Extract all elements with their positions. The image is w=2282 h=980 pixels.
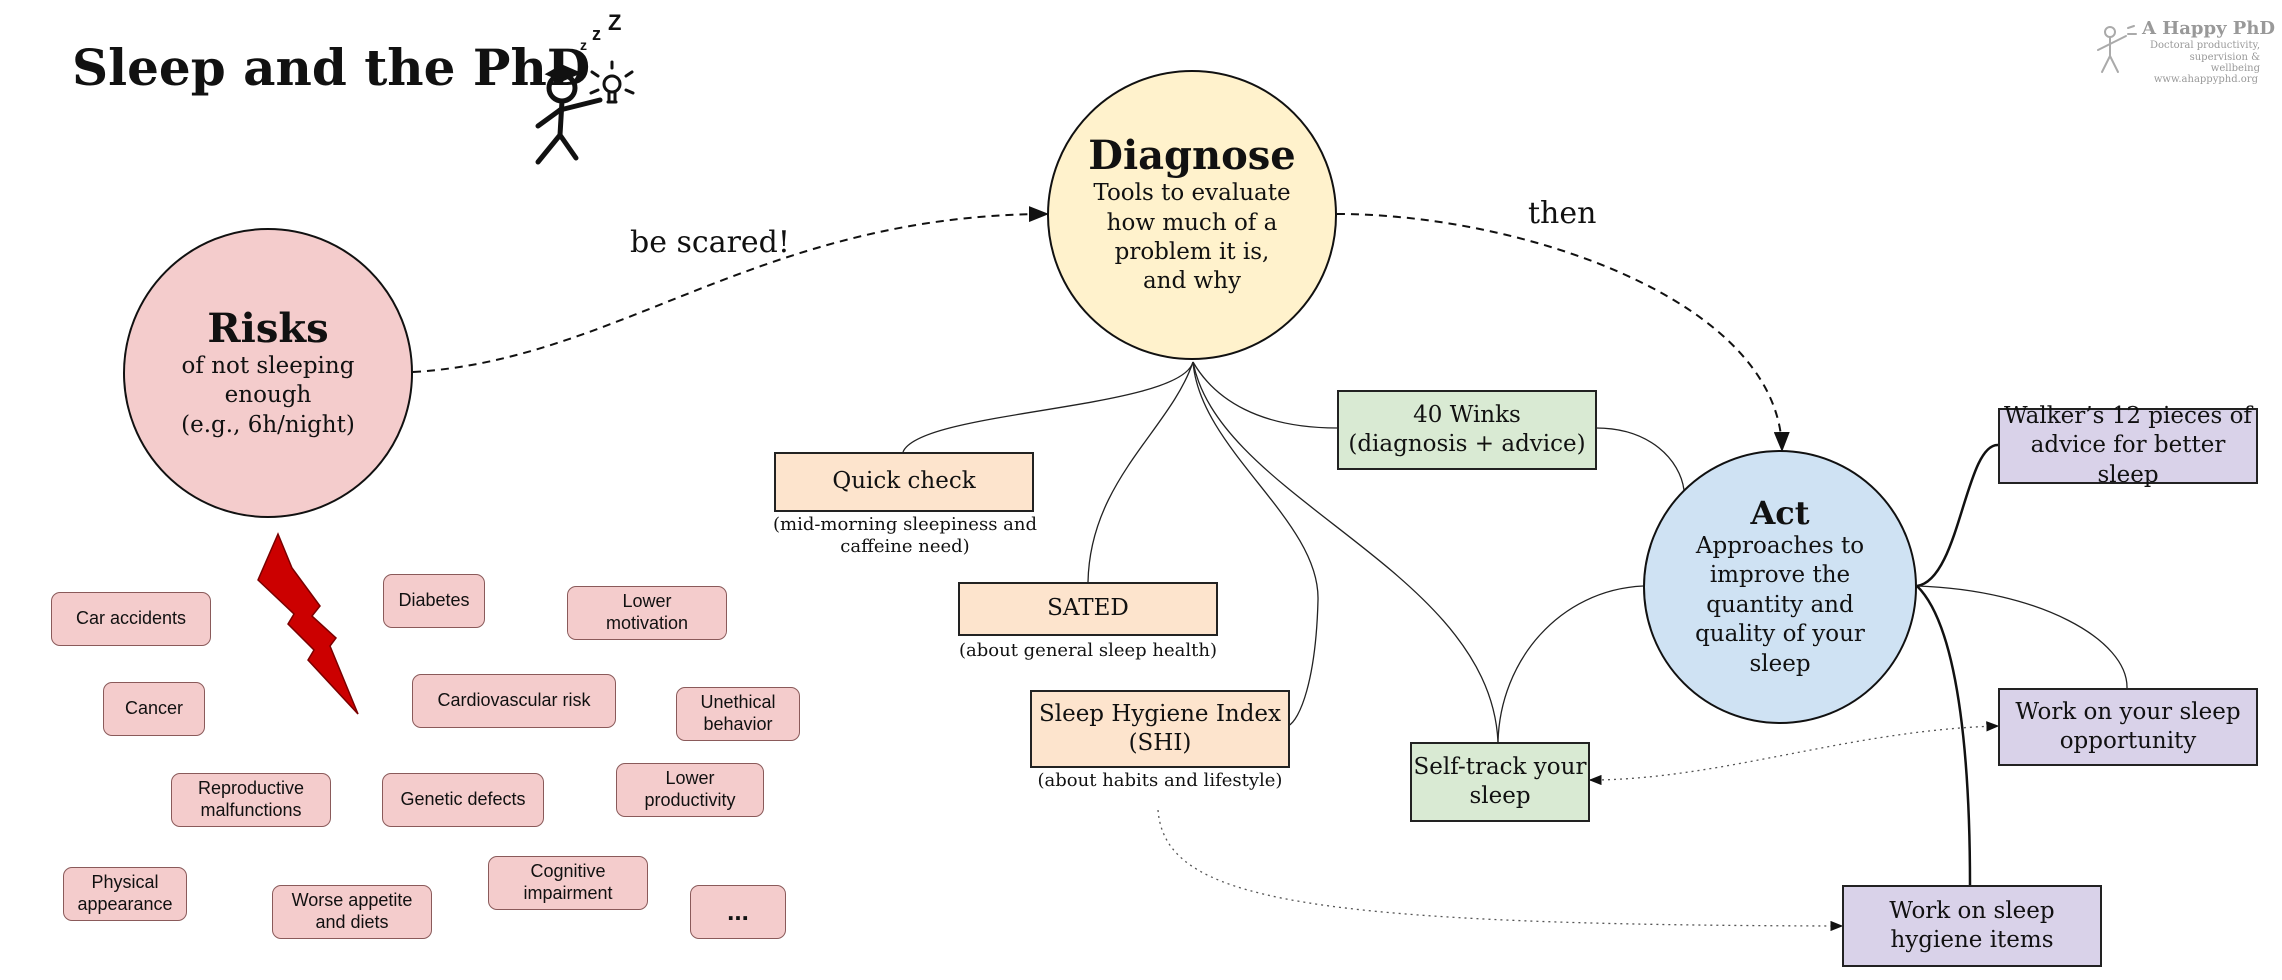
diagnose-to-sated-line <box>1087 361 1194 583</box>
risk-item: Car accidents <box>51 592 211 646</box>
selftrack-to-opportunity-dotted-link <box>1589 721 2000 781</box>
quick-check-box: Quick check <box>774 452 1034 512</box>
risk-item: Cancer <box>103 682 205 736</box>
logo-tagline: Doctoral productivity, supervision & wel… <box>2149 40 2260 74</box>
risks-to-diagnose-arrow <box>412 206 1049 373</box>
risks-description: of not sleeping enough (e.g., 6h/night) <box>181 352 355 438</box>
risk-item-more: ... <box>690 885 786 939</box>
be-scared-label: be scared! <box>630 225 790 260</box>
sleep-hygiene-index-box: Sleep Hygiene Index (SHI) <box>1030 690 1290 768</box>
diagnose-to-selftrack-line <box>1192 361 1499 743</box>
risks-circle: Risks of not sleeping enough (e.g., 6h/n… <box>123 228 413 518</box>
risks-heading: Risks <box>207 304 329 352</box>
then-label: then <box>1528 196 1597 231</box>
logo-url: www.ahappyphd.org <box>2153 74 2258 85</box>
risk-item: Cognitive impairment <box>488 856 648 910</box>
act-to-walker-line <box>1916 443 1999 588</box>
40winks-to-act-line <box>1595 427 1685 491</box>
svg-text:Z: Z <box>608 10 621 35</box>
risk-item: Genetic defects <box>382 773 544 827</box>
shi-to-hygiene-dotted-link <box>1157 809 1844 932</box>
self-track-box: Self-track your sleep <box>1410 742 1590 822</box>
stick-figure-graduate-with-lightbulb-icon: z z Z <box>535 10 635 165</box>
act-circle: Act Approaches to improve the quantity a… <box>1643 450 1917 724</box>
risk-item: Diabetes <box>383 574 485 628</box>
sated-box: SATED <box>958 582 1218 636</box>
act-to-hygiene-line <box>1916 585 1972 886</box>
lightning-bolt-icon <box>257 532 359 715</box>
risk-item: Lower productivity <box>616 763 764 817</box>
diagnose-to-quick-check-line <box>902 361 1194 453</box>
diagnose-description: Tools to evaluate how much of a problem … <box>1093 180 1291 295</box>
risk-item: Worse appetite and diets <box>272 885 432 939</box>
forty-winks-box: 40 Winks (diagnosis + advice) <box>1337 390 1597 470</box>
page-title: Sleep and the PhD <box>72 38 591 97</box>
sated-note: (about general sleep health) <box>958 640 1218 661</box>
diagnose-to-act-arrow <box>1336 213 1790 452</box>
risk-item: Lower motivation <box>567 586 727 640</box>
diagnose-heading: Diagnose <box>1088 132 1296 180</box>
stick-figure-icon <box>2097 25 2137 73</box>
logo-name: A Happy PhD <box>2142 18 2276 39</box>
svg-text:z: z <box>580 37 587 53</box>
sleep-hygiene-index-note: (about habits and lifestyle) <box>1037 770 1283 791</box>
sleep-opportunity-box: Work on your sleep opportunity <box>1998 688 2258 766</box>
risk-item: Reproductive malfunctions <box>171 773 331 827</box>
diagnose-circle: Diagnose Tools to evaluate how much of a… <box>1047 70 1337 360</box>
risk-item: Physical appearance <box>63 867 187 921</box>
act-heading: Act <box>1750 494 1810 532</box>
svg-text:z: z <box>592 24 601 44</box>
sleep-hygiene-items-box: Work on sleep hygiene items <box>1842 885 2102 967</box>
quick-check-note: (mid-morning sleepiness and caffeine nee… <box>772 514 1037 557</box>
diagnose-to-40winks-line <box>1192 361 1338 429</box>
walker-advice-box: Walker’s 12 pieces of advice for better … <box>1998 403 2258 488</box>
act-to-opportunity-line <box>1916 585 2128 689</box>
risk-item: Unethical behavior <box>676 687 800 741</box>
act-description: Approaches to improve the quantity and q… <box>1695 532 1865 677</box>
risk-item: Cardiovascular risk <box>412 674 616 728</box>
selftrack-to-act-line <box>1497 585 1644 743</box>
diagnose-to-shi-line <box>1192 361 1319 727</box>
